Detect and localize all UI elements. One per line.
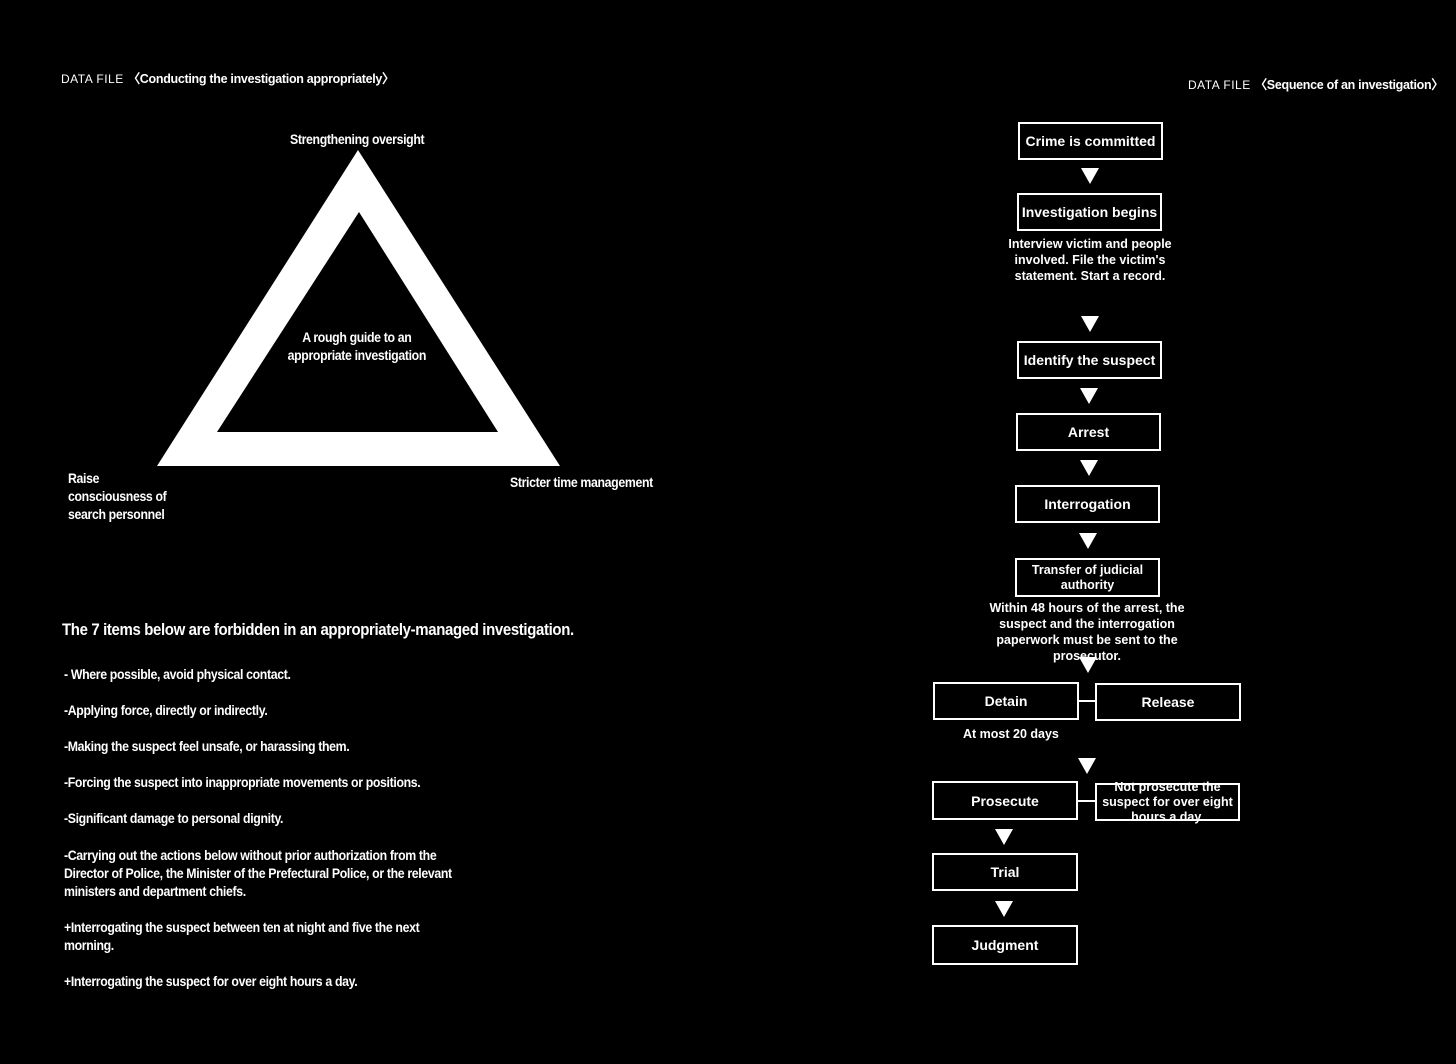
step-judgment: Judgment (932, 925, 1078, 965)
down-arrow-icon (995, 901, 1013, 917)
triangle-center-label: A rough guide to an appropriate investig… (287, 329, 427, 363)
connector-line (1079, 700, 1095, 702)
step-prosecute: Prosecute (932, 781, 1078, 820)
down-arrow-icon (1080, 460, 1098, 476)
step-transfer-authority: Transfer of judicial authority (1015, 558, 1160, 597)
down-arrow-icon (1081, 316, 1099, 332)
connector-line (1078, 800, 1095, 802)
step-detain: Detain (933, 682, 1079, 720)
datafile-title: 〈Sequence of an investigation〉 (1254, 78, 1444, 92)
down-arrow-icon (1079, 657, 1097, 673)
datafile-title: 〈Conducting the investigation appropriat… (127, 72, 395, 86)
down-arrow-icon (1079, 533, 1097, 549)
triangle-shape (157, 150, 560, 466)
step-interrogation: Interrogation (1015, 485, 1160, 523)
datafile-label: DATA FILE (61, 72, 124, 86)
step-arrest: Arrest (1016, 413, 1161, 451)
datafile-label: DATA FILE (1188, 78, 1251, 92)
triangle-left-label: Raise consciousness of search personnel (68, 470, 167, 522)
detain-note: At most 20 days (963, 727, 1059, 741)
down-arrow-icon (1080, 388, 1098, 404)
step-trial: Trial (932, 853, 1078, 891)
down-arrow-icon (1081, 168, 1099, 184)
rule-item: -Carrying out the actions below without … (64, 847, 452, 899)
step-crime-committed: Crime is committed (1018, 122, 1163, 160)
step-identify-suspect: Identify the suspect (1017, 341, 1162, 379)
rule-item: -Forcing the suspect into inappropriate … (64, 774, 421, 790)
forbidden-heading: The 7 items below are forbidden in an ap… (62, 620, 574, 639)
rule-item: +Interrogating the suspect between ten a… (64, 919, 420, 953)
datafile-header-right: DATA FILE 〈Sequence of an investigation〉 (1188, 74, 1444, 93)
rule-item: -Making the suspect feel unsafe, or hara… (64, 738, 350, 754)
down-arrow-icon (1078, 758, 1096, 774)
rule-item: -Significant damage to personal dignity. (64, 810, 284, 826)
down-arrow-icon (995, 829, 1013, 845)
triangle-right-label: Stricter time management (510, 474, 653, 490)
rule-item: - Where possible, avoid physical contact… (64, 666, 291, 682)
step-release: Release (1095, 683, 1241, 721)
rule-item: -Applying force, directly or indirectly. (64, 702, 268, 718)
step-investigation-begins: Investigation begins (1017, 193, 1162, 231)
investigation-note: Interview victim and people involved. Fi… (1008, 237, 1172, 283)
transfer-note: Within 48 hours of the arrest, the suspe… (989, 601, 1185, 663)
step-not-prosecute: Not prosecute the suspect for over eight… (1095, 780, 1240, 824)
datafile-header-left: DATA FILE 〈Conducting the investigation … (61, 68, 395, 87)
triangle-top-label: Strengthening oversight (290, 131, 425, 147)
rule-item: +Interrogating the suspect for over eigh… (64, 973, 358, 989)
triangle-diagram (157, 150, 560, 466)
